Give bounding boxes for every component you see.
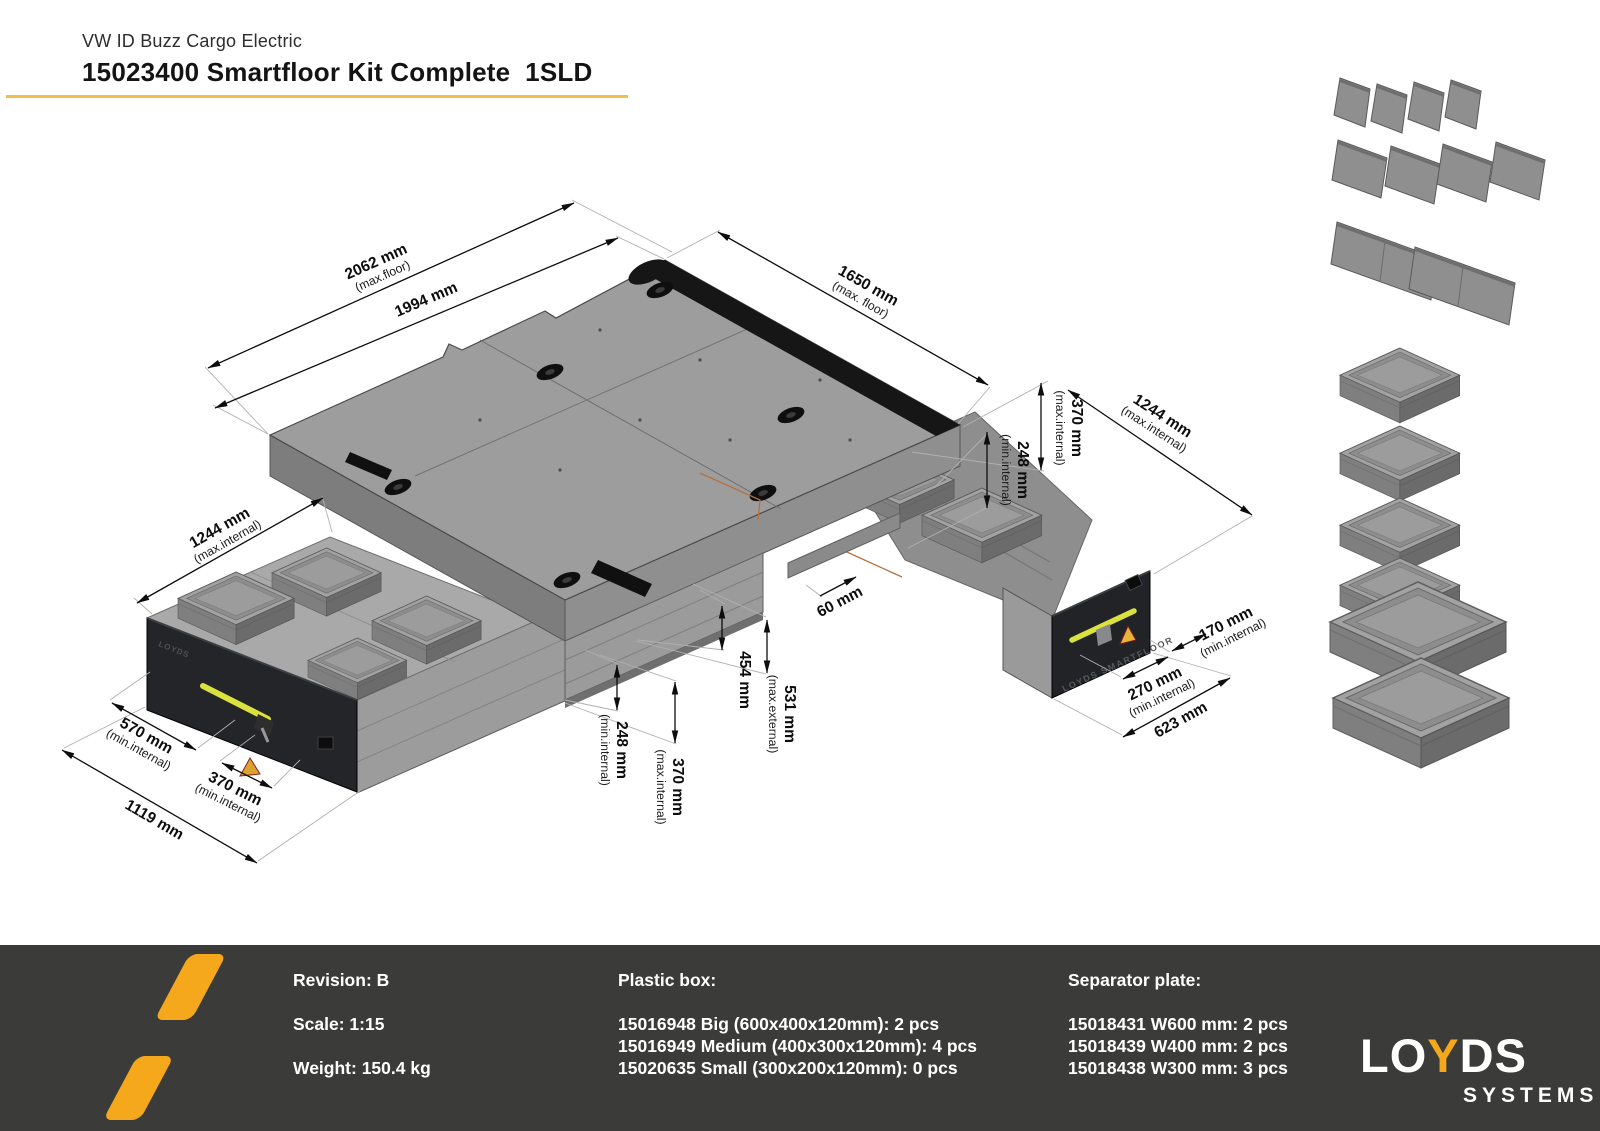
loyds-logo-systems: SYSTEMS — [1463, 1084, 1599, 1107]
revision-label: Revision: B — [293, 970, 390, 990]
drawer-label — [1124, 573, 1144, 592]
footer-bar: Revision: B Scale: 1:15 Weight: 150.4 kg… — [0, 945, 1600, 1131]
svg-text:370 mm: 370 mm — [669, 758, 686, 816]
separator-plate-item: 15018439 W400 mm: 2 pcs — [1068, 1036, 1288, 1056]
separator-plate — [1332, 76, 1372, 129]
dim-1244-left: 1244 mm (max.internal) — [187, 504, 264, 566]
warning-triangle-icon — [1119, 624, 1137, 645]
plastic-box-medium — [1339, 347, 1461, 424]
drawer-rail — [787, 512, 901, 579]
loyds-logo: LOYDS — [1360, 1028, 1527, 1083]
logo-y: Y — [1427, 1029, 1460, 1082]
separator-plate — [1406, 80, 1446, 133]
separator-plate — [1435, 142, 1494, 204]
logo-slash-icon — [154, 954, 227, 1020]
logo-ds: DS — [1459, 1029, 1527, 1082]
title-underline — [6, 95, 628, 98]
svg-text:60 mm: 60 mm — [814, 583, 865, 621]
dim-1650: 1650 mm (max. floor) — [830, 262, 901, 321]
plastic-box-stack — [1329, 347, 1510, 769]
drawer-handle[interactable] — [200, 683, 271, 722]
separator-plate-heading: Separator plate: — [1068, 970, 1202, 990]
drawer-label — [317, 736, 334, 750]
vehicle-model: VW ID Buzz Cargo Electric — [82, 31, 303, 51]
dim-248-bottom: 248 mm (min.internal) — [598, 714, 630, 786]
separator-plate-item: 15018438 W300 mm: 3 pcs — [1068, 1058, 1288, 1078]
svg-text:(min.internal): (min.internal) — [999, 434, 1013, 506]
plastic-box-item: 15016948 Big (600x400x120mm): 2 pcs — [618, 1014, 940, 1034]
svg-text:(max.internal): (max.internal) — [1053, 390, 1067, 465]
drawer-handle[interactable] — [1069, 608, 1137, 643]
logo-lo: LO — [1360, 1029, 1428, 1082]
separator-plate — [1383, 144, 1442, 206]
plastic-box-heading: Plastic box: — [618, 970, 717, 990]
svg-text:1994 mm: 1994 mm — [392, 279, 460, 321]
dim-1994: 1994 mm — [392, 279, 460, 321]
witness-lines — [63, 199, 1253, 862]
separator-plates — [1329, 76, 1547, 327]
dimension-lines — [61, 202, 1253, 864]
scale-label: Scale: 1:15 — [293, 1014, 385, 1034]
separator-plate — [1443, 78, 1483, 131]
page-title: 15023400 Smartfloor Kit Complete 1SLD — [82, 57, 593, 87]
logo-slash-icon — [102, 1056, 175, 1120]
floor-cutout — [345, 452, 392, 480]
dim-370-bottom: 370 mm (max.internal) — [654, 749, 686, 824]
svg-text:(min.internal): (min.internal) — [598, 714, 612, 786]
separator-plate — [1369, 82, 1409, 135]
svg-text:454 mm: 454 mm — [736, 651, 753, 709]
separator-plate — [1330, 138, 1389, 200]
svg-text:(max.internal): (max.internal) — [654, 749, 668, 824]
weight-label: Weight: 150.4 kg — [293, 1058, 431, 1078]
separator-plate — [1488, 140, 1547, 202]
svg-text:(max.external): (max.external) — [766, 675, 780, 754]
plastic-box-medium — [1339, 425, 1461, 502]
dim-1244-right: 1244 mm (max.internal) — [1119, 391, 1195, 456]
svg-text:531 mm: 531 mm — [781, 685, 798, 743]
handle-latch[interactable] — [254, 714, 274, 736]
plastic-box-item: 15016949 Medium (400x300x120mm): 4 pcs — [618, 1036, 977, 1056]
dim-248-right: 248 mm (min.internal) — [999, 434, 1031, 506]
dim-170: 170 mm (min.internal) — [1196, 603, 1268, 660]
dim-370-right: 370 mm (max.internal) — [1053, 390, 1085, 465]
dim-531: 531 mm (max.external) — [766, 675, 798, 754]
svg-text:248 mm: 248 mm — [613, 721, 630, 779]
separator-plate — [1407, 245, 1517, 327]
dim-454: 454 mm — [736, 651, 753, 709]
handle-latch[interactable] — [1096, 624, 1112, 646]
svg-text:248 mm: 248 mm — [1014, 441, 1031, 499]
svg-text:370 mm: 370 mm — [1068, 399, 1085, 457]
floor-cutout — [591, 560, 652, 597]
separator-plate-item: 15018431 W600 mm: 2 pcs — [1068, 1014, 1288, 1034]
plastic-box-item: 15020635 Small (300x200x120mm): 0 pcs — [618, 1058, 958, 1078]
plastic-box-big — [1332, 657, 1510, 769]
dim-2062: 2062 mm (max.floor) — [342, 240, 412, 294]
dim-60: 60 mm — [814, 583, 865, 621]
